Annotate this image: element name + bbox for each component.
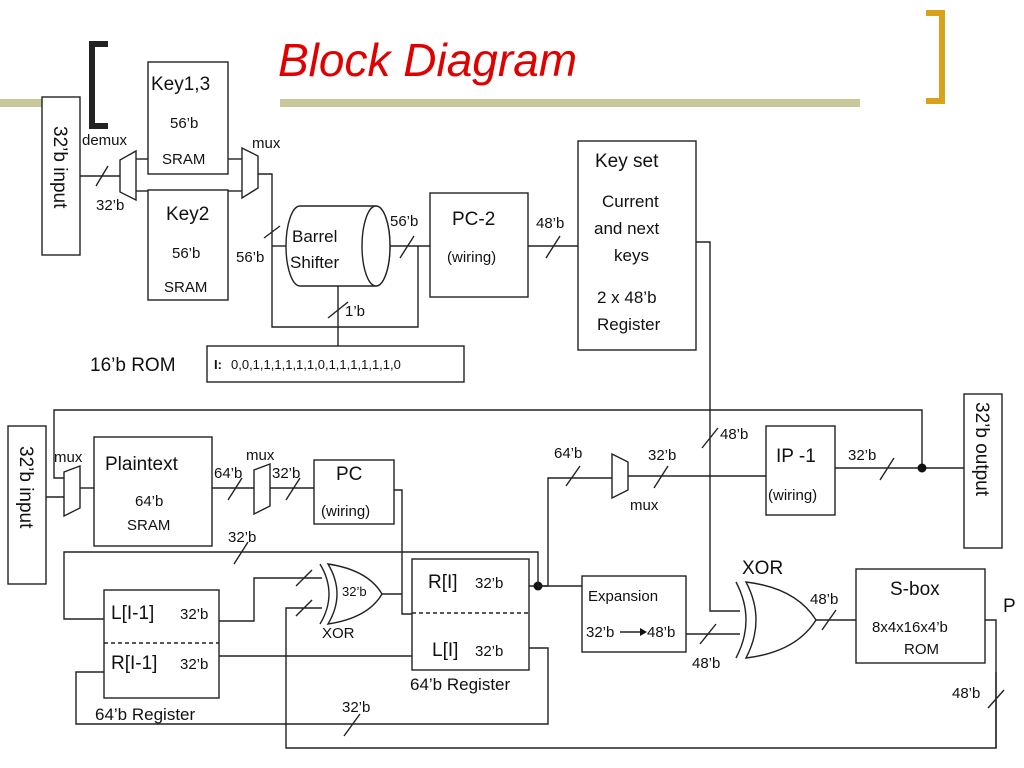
keyset-desc-1: Current <box>602 192 659 211</box>
output-label: 32’b output <box>971 402 992 497</box>
key13-name: Key1,3 <box>151 74 210 95</box>
ri1-label: R[I-1] <box>111 653 157 674</box>
pt-mux <box>253 462 271 516</box>
demux-label: demux <box>82 132 128 149</box>
key13-sram <box>147 61 229 175</box>
pc-name: PC <box>336 464 362 485</box>
key-mux <box>241 146 259 200</box>
ip-name: IP -1 <box>776 446 816 467</box>
bus-width-mux-64: 64’b <box>554 445 582 462</box>
keyset-register <box>577 140 697 351</box>
demux <box>119 149 137 202</box>
rom-i: I: <box>214 357 222 372</box>
bus-width-exp: 48’b <box>692 655 720 672</box>
sbox-type: ROM <box>904 641 939 658</box>
bus-width-in: 32’b <box>96 197 124 214</box>
left-bracket <box>89 41 108 129</box>
pc2-box <box>429 192 529 298</box>
sbox-size: 8x4x16x4’b <box>872 619 948 636</box>
key2-sram <box>147 189 229 301</box>
bus-width-mux-32: 32’b <box>648 447 676 464</box>
key2-name: Key2 <box>166 204 209 225</box>
input-bottom-box <box>7 425 47 585</box>
key13-type: SRAM <box>162 151 205 168</box>
xor-small-bits: 32’b <box>342 584 367 599</box>
input-bottom-label: 32’b input <box>15 446 36 529</box>
out-mux-label: mux <box>630 497 659 514</box>
input-mux <box>63 464 81 518</box>
ip-type: (wiring) <box>768 487 817 504</box>
plaintext-sram <box>93 436 213 547</box>
xor-big <box>744 581 817 659</box>
keyset-desc-3: keys <box>614 246 649 265</box>
pt-mux-label: mux <box>246 447 275 464</box>
xor-big-label: XOR <box>742 558 783 579</box>
page-title: Block Diagram <box>278 34 577 86</box>
sbox-name: S-box <box>890 579 940 600</box>
keyset-desc-2: and next <box>594 219 659 238</box>
bus-width-ip: 32’b <box>848 447 876 464</box>
key-mux-label: mux <box>252 135 281 152</box>
expansion-box <box>581 575 687 653</box>
li1-label: L[I-1] <box>111 603 154 624</box>
barrel-name: Barrel <box>292 227 337 246</box>
plaintext-size: 64’b <box>135 493 163 510</box>
prev-register-label: 64’b Register <box>95 705 196 724</box>
plaintext-name: Plaintext <box>105 454 179 475</box>
bus-width-pc2: 48’b <box>536 215 564 232</box>
bus-width-sbox-out: 48’b <box>952 685 980 702</box>
bus-width-pt-64: 64’b <box>214 465 242 482</box>
bus-width-bottom: 32’b <box>342 699 370 716</box>
bus-width-key: 48’b <box>720 426 748 443</box>
out-mux <box>611 452 629 500</box>
bus-width-barrel-out: 56’b <box>390 213 418 230</box>
sbox-rom <box>855 568 986 664</box>
key13-size: 56’b <box>170 115 198 132</box>
li-label: L[I] <box>432 640 458 661</box>
ri-bits: 32’b <box>475 575 503 592</box>
prev-register <box>103 589 220 699</box>
ri-label: R[I] <box>428 572 458 593</box>
pc-type: (wiring) <box>321 503 370 520</box>
keyset-name: Key set <box>595 151 659 172</box>
input-mux-label: mux <box>54 449 83 466</box>
pc2-type: (wiring) <box>447 249 496 266</box>
li-bits: 32’b <box>475 643 503 660</box>
round-register-label: 64’b Register <box>410 675 511 694</box>
bus-width-barrel-in: 56’b <box>236 249 264 266</box>
junction-out <box>917 463 927 473</box>
ip-inverse-box <box>765 425 836 516</box>
input-top-label: 32’b input <box>49 126 70 209</box>
expansion-name: Expansion <box>588 588 658 605</box>
xor-small <box>326 563 383 625</box>
output-box <box>963 393 1003 549</box>
plaintext-type: SRAM <box>127 517 170 534</box>
round-register <box>411 558 530 671</box>
pc-box <box>313 459 395 525</box>
bus-width-pt-32: 32’b <box>272 465 300 482</box>
keyset-desc-4: 2 x 48’b <box>597 288 657 307</box>
expansion-from: 32’b <box>586 624 614 641</box>
bus-width-sbox-in: 48’b <box>810 591 838 608</box>
rom-box <box>206 345 465 383</box>
accent-bar <box>0 99 1024 107</box>
right-bracket <box>926 10 945 104</box>
key2-size: 56’b <box>172 245 200 262</box>
keyset-desc-5: Register <box>597 315 661 334</box>
xor-small-label: XOR <box>322 625 355 642</box>
li1-bits: 32’b <box>180 606 208 623</box>
p-label: P <box>1003 596 1016 617</box>
bus-width-loop: 32’b <box>228 529 256 546</box>
rom-name: 16’b ROM <box>90 355 176 376</box>
expansion-to: 48’b <box>647 624 675 641</box>
pc2-name: PC-2 <box>452 209 495 230</box>
key2-type: SRAM <box>164 279 207 296</box>
bus-width-1b: 1’b <box>345 303 365 320</box>
barrel-name-2: Shifter <box>290 253 339 272</box>
rom-bits: 0,0,1,1,1,1,1,1,0,1,1,1,1,1,1,0 <box>231 357 401 372</box>
ri1-bits: 32’b <box>180 656 208 673</box>
